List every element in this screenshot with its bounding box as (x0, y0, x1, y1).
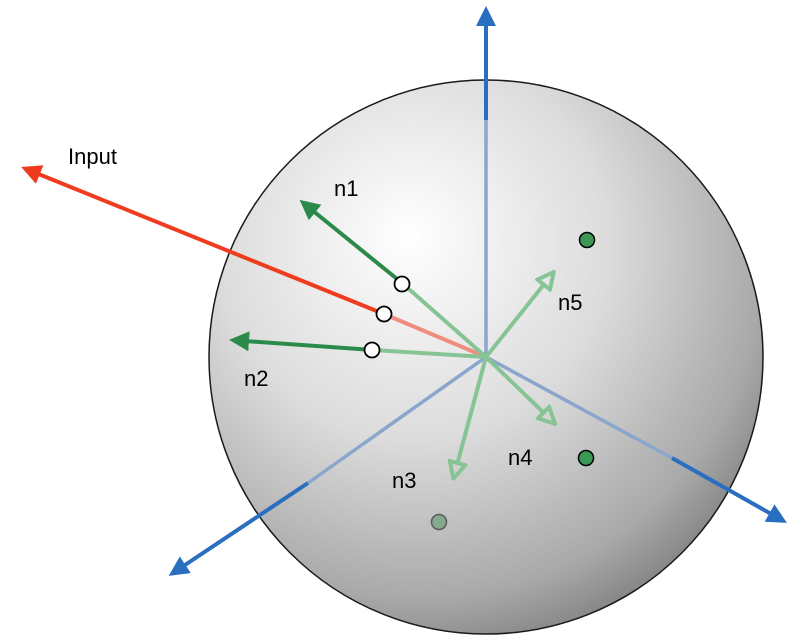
n4-label: n4 (508, 445, 532, 470)
input-surface-point (375, 305, 393, 323)
n2-vector-inside (372, 348, 487, 359)
input-label: Input (68, 144, 117, 169)
n3-label: n3 (392, 468, 416, 493)
n5-point (578, 231, 596, 249)
n1-surface-point (393, 275, 411, 293)
n3-vector (457, 356, 488, 465)
n4-vector (484, 355, 545, 414)
axis-left-inside (306, 355, 488, 485)
axis-right-inside (485, 355, 673, 460)
n3-point (430, 513, 448, 531)
n2-label: n2 (244, 366, 268, 391)
n1-label: n1 (334, 176, 358, 201)
axis-left-arrow (168, 481, 310, 576)
n2-vector-arrow (229, 331, 374, 352)
n4-point (577, 449, 595, 467)
n1-vector-arrow (299, 199, 404, 285)
n1-vector-inside (400, 281, 488, 359)
input-vector-arrow (21, 165, 385, 316)
n5-label: n5 (558, 290, 582, 315)
n2-surface-point (363, 341, 381, 359)
n5-vector (484, 283, 545, 359)
input-vector-inside (383, 312, 487, 359)
axis-right-arrow (671, 456, 787, 523)
